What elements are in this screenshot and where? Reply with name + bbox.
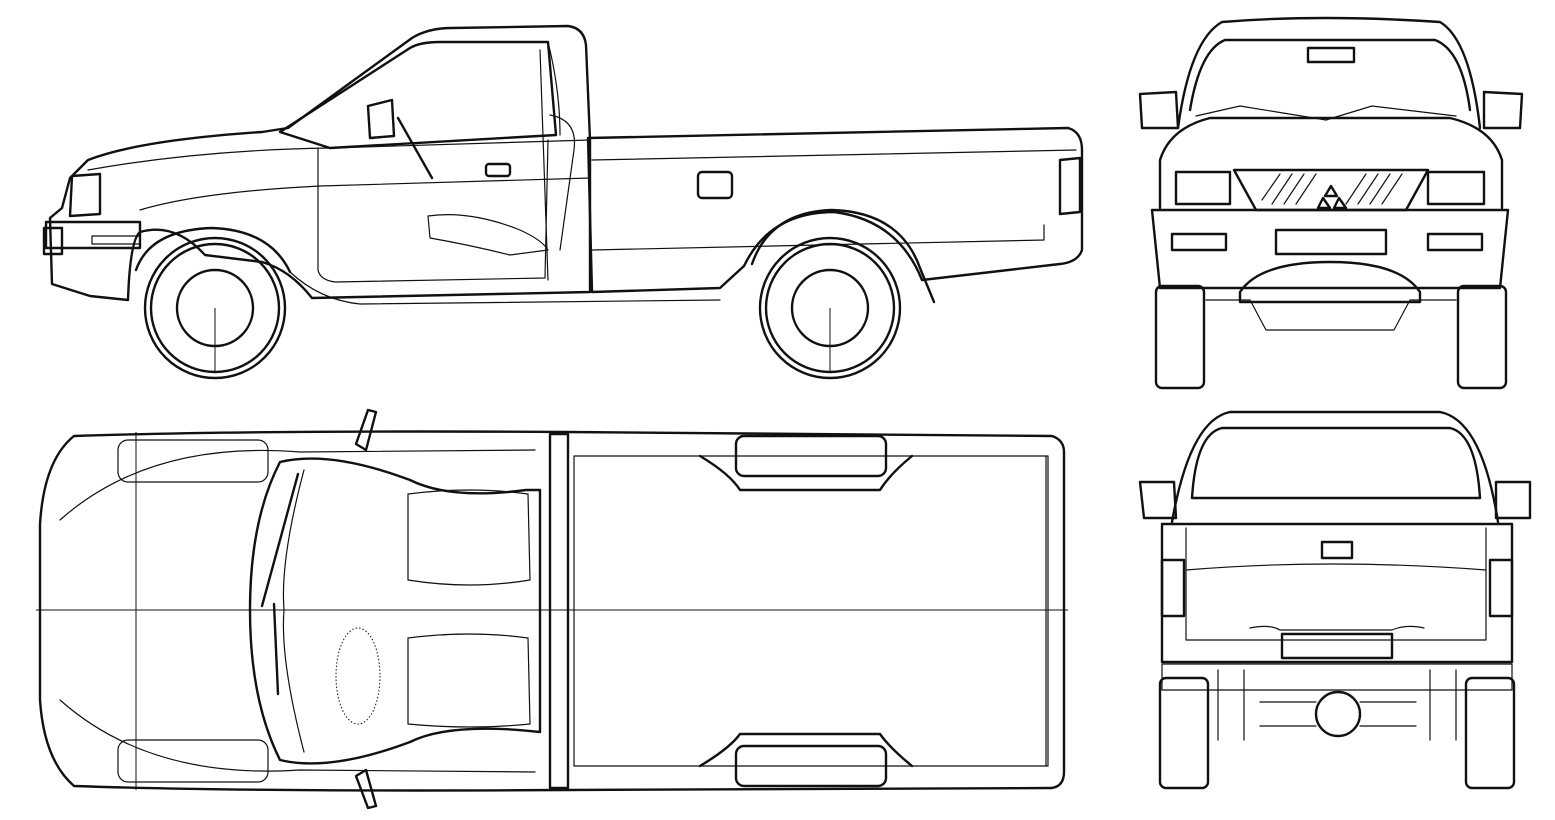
front-bumper xyxy=(44,220,142,250)
rear-mirror-right xyxy=(1494,480,1532,520)
rear-tail-light-right xyxy=(1488,558,1514,618)
lower-grille xyxy=(1274,228,1388,256)
rear-mirror-left xyxy=(1138,480,1178,520)
tail-light xyxy=(1058,156,1082,216)
top-steering xyxy=(335,627,381,725)
front-view xyxy=(1138,16,1524,390)
cab-rear-wall xyxy=(548,432,570,790)
headlight-right xyxy=(1426,170,1486,206)
top-mirror-left xyxy=(354,408,378,452)
rear-wheel xyxy=(758,236,902,380)
rear-wheel-left xyxy=(1158,676,1210,790)
rear-view xyxy=(1138,410,1532,790)
top-seats xyxy=(407,489,531,728)
rear-cab-outline xyxy=(1170,410,1500,524)
guard-bar xyxy=(1238,260,1422,304)
tailgate-handle xyxy=(1320,540,1354,560)
fog-light-right xyxy=(1426,232,1484,252)
side-mirror xyxy=(366,98,396,140)
front-wheel-arch xyxy=(134,226,292,274)
top-windshield xyxy=(248,457,542,765)
top-bed-wheelwell-lower xyxy=(698,732,914,768)
side-seat xyxy=(427,114,576,256)
rear-window xyxy=(1190,426,1482,500)
roof-light xyxy=(1306,46,1356,64)
hood xyxy=(1158,116,1504,210)
fuel-door xyxy=(696,170,734,200)
license-plate xyxy=(1280,632,1394,660)
rear-wheel-arch xyxy=(750,208,936,304)
side-view xyxy=(42,24,1084,380)
side-window xyxy=(278,40,558,150)
top-view xyxy=(36,408,1068,810)
rear-wheel-right xyxy=(1464,676,1516,790)
rear-tail-light-left xyxy=(1160,558,1186,618)
top-bed-floor xyxy=(573,455,1049,767)
fog-light-left xyxy=(1170,232,1228,252)
headlight-left xyxy=(1174,170,1232,206)
top-front-wheel-right xyxy=(117,739,269,783)
top-mirror-right xyxy=(354,768,378,810)
front-cab-outline xyxy=(1176,16,1482,130)
front-bumper-front xyxy=(1150,208,1510,290)
front-wheel xyxy=(143,236,287,380)
top-front-wheel-left xyxy=(117,439,269,483)
top-bed-wheelwell-upper xyxy=(698,454,914,492)
front-wheel-right xyxy=(1456,284,1508,390)
front-wheel-left xyxy=(1154,284,1206,390)
tailgate xyxy=(1160,522,1514,664)
front-mirror-right xyxy=(1482,90,1524,130)
grille xyxy=(1232,168,1430,212)
differential xyxy=(1314,690,1362,738)
front-mirror-left xyxy=(1138,90,1180,130)
badge xyxy=(1316,184,1348,210)
top-outline xyxy=(38,430,1066,792)
door-handle xyxy=(484,162,512,178)
